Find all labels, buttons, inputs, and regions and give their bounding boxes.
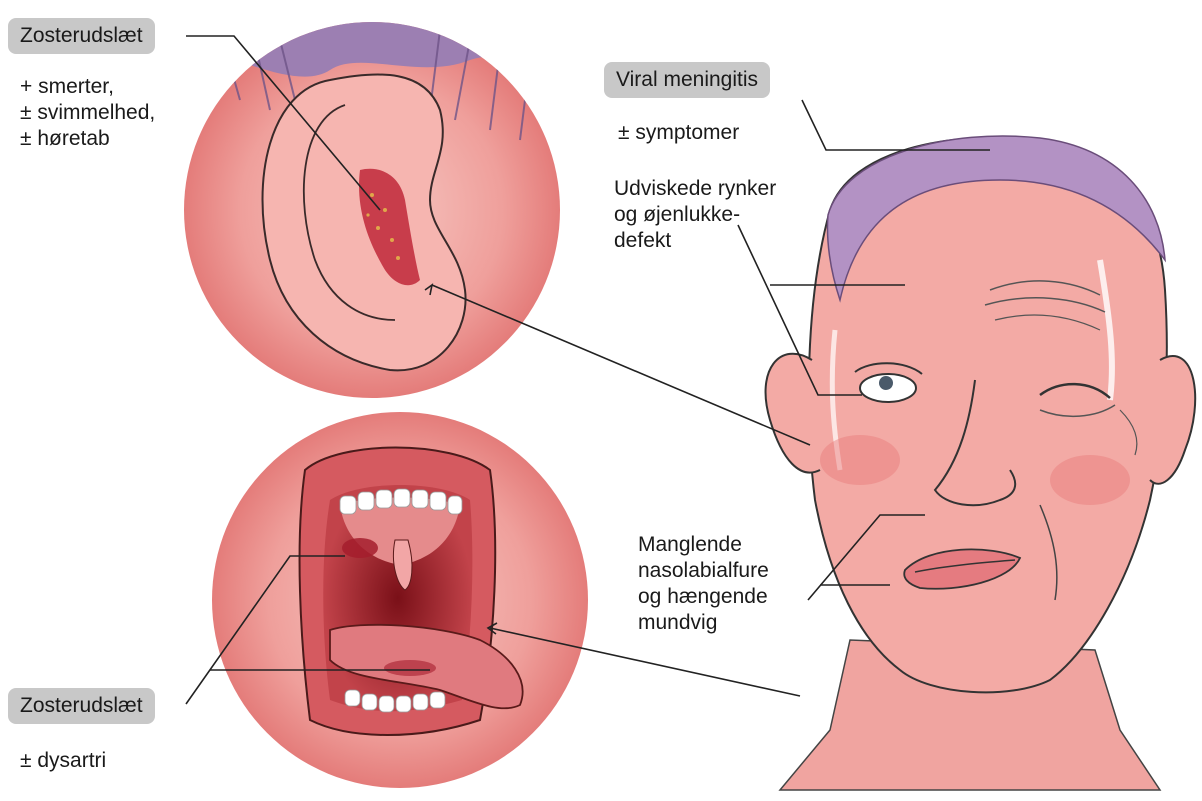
mouth-zoom-circle bbox=[212, 412, 588, 788]
ear-zoom-circle bbox=[180, 0, 570, 398]
mouth-corner-line: Manglende bbox=[638, 532, 769, 558]
meningitis-label: Viral meningitis bbox=[604, 62, 770, 98]
mouth-symptom-line: ± dysartri bbox=[20, 748, 106, 774]
palate-lesion bbox=[342, 538, 378, 558]
ear-symptom-line: ± høretab bbox=[20, 126, 155, 152]
ear-symptom-line: ± svimmelhed, bbox=[20, 100, 155, 126]
mouth-rash-label: Zosterudslæt bbox=[8, 688, 155, 724]
mouth-symptoms-text: ± dysartri bbox=[20, 748, 106, 774]
eye-defect-text: Udviskede rynker og øjenlukke- defekt bbox=[614, 176, 776, 254]
ear-symptoms-text: + smerter, ± svimmelhed, ± høretab bbox=[20, 74, 155, 152]
face-illustration bbox=[766, 136, 1196, 790]
mouth-corner-line: nasolabialfure bbox=[638, 558, 769, 584]
face-left-ear bbox=[766, 354, 820, 473]
eye-defect-line: defekt bbox=[614, 228, 776, 254]
meningitis-symptom-line: ± symptomer bbox=[618, 120, 739, 146]
ear-rash-label: Zosterudslæt bbox=[8, 18, 155, 54]
ear-symptom-line: + smerter, bbox=[20, 74, 155, 100]
mouth-corner-text: Manglende nasolabialfure og hængende mun… bbox=[638, 532, 769, 636]
meningitis-symptoms-text: ± symptomer bbox=[618, 120, 739, 146]
leader-ear-face bbox=[432, 285, 810, 445]
mouth-corner-line: og hængende bbox=[638, 584, 769, 610]
eye-defect-line: og øjenlukke- bbox=[614, 202, 776, 228]
eye-defect-line: Udviskede rynker bbox=[614, 176, 776, 202]
mouth-corner-line: mundvig bbox=[638, 610, 769, 636]
